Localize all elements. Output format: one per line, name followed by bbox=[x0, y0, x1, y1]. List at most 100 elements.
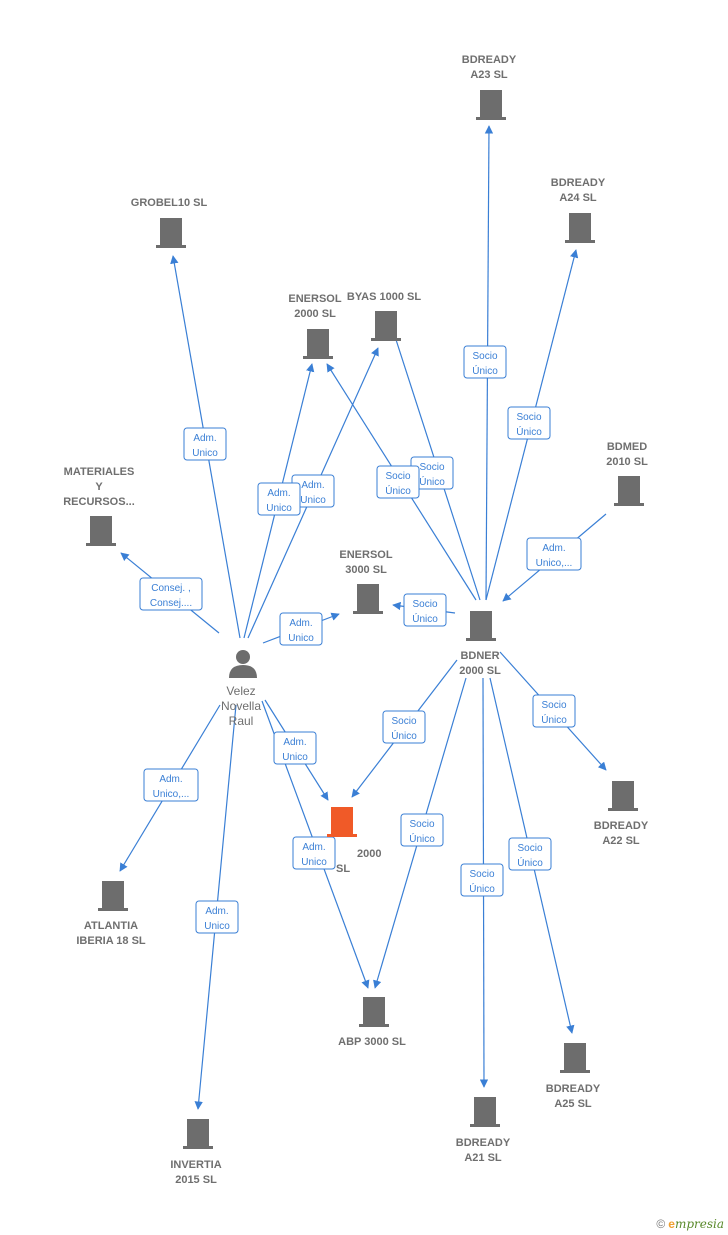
relation-tag-line-1: Adm. bbox=[193, 433, 216, 444]
company-name-line-2: 3000 SL bbox=[345, 564, 387, 576]
company-node-grobel10[interactable]: GROBEL10 SL bbox=[131, 197, 208, 248]
person-name-line-2: Novella bbox=[221, 699, 261, 713]
person-name-line-1: Velez bbox=[226, 684, 255, 698]
building-icon bbox=[476, 90, 506, 120]
company-name-line-1: BDREADY bbox=[551, 177, 606, 189]
relation-tag-line-2: Único bbox=[419, 475, 445, 488]
company-name: BYAS 1000 SL bbox=[347, 291, 421, 303]
relation-tag-line-1: Socio bbox=[419, 462, 444, 473]
building-icon bbox=[353, 584, 383, 614]
company-node-bdmed2010[interactable]: BDMED 2010 SL bbox=[606, 441, 648, 506]
relation-tag[interactable]: Socio Único bbox=[508, 837, 552, 871]
person-node[interactable]: Velez Novella Raul bbox=[221, 650, 261, 728]
company-name-line-2: A23 SL bbox=[470, 69, 508, 81]
company-node-bdready-a25[interactable]: BDREADY A25 SL bbox=[546, 1043, 601, 1110]
company-node-main[interactable]: 2000 SL bbox=[327, 807, 381, 875]
relation-tag[interactable]: Socio Único bbox=[376, 465, 420, 499]
relation-tag[interactable]: Adm. Unico bbox=[292, 836, 336, 870]
relation-tag[interactable]: Socio Único bbox=[507, 406, 551, 440]
relation-tag-line-1: Socio bbox=[472, 351, 497, 362]
building-icon bbox=[565, 213, 595, 243]
person-name-line-3: Raul bbox=[229, 714, 254, 728]
relation-tag-line-2: Unico bbox=[300, 495, 326, 506]
building-icon bbox=[327, 807, 357, 837]
company-name-line-2: IBERIA 18 SL bbox=[76, 935, 146, 947]
company-name-line-1: MATERIALES bbox=[64, 466, 135, 478]
relation-tag[interactable]: Adm. Unico bbox=[195, 900, 239, 934]
relation-tag-line-2: Único bbox=[469, 882, 495, 895]
relation-tag[interactable]: Socio Único bbox=[400, 813, 444, 847]
relation-tag[interactable]: Adm. Unico bbox=[257, 482, 301, 516]
company-name-line-1: BDREADY bbox=[462, 54, 517, 66]
relation-tag[interactable]: Socio Único bbox=[532, 694, 576, 728]
relation-tag-line-1: Adm. bbox=[159, 774, 182, 785]
relation-tag[interactable]: Adm. Unico bbox=[279, 612, 323, 646]
person-icon bbox=[229, 650, 257, 678]
relation-tag[interactable]: Socio Único bbox=[403, 593, 447, 627]
company-node-abp3000[interactable]: ABP 3000 SL bbox=[338, 997, 406, 1048]
relation-tag-line-1: Adm. bbox=[301, 480, 324, 491]
company-name-line-2: SL bbox=[336, 863, 350, 875]
company-node-atlantia[interactable]: ATLANTIA IBERIA 18 SL bbox=[76, 881, 146, 947]
company-name-line-2: A24 SL bbox=[559, 192, 597, 204]
relation-tag[interactable]: Adm. Unico bbox=[183, 427, 227, 461]
relation-tag-line-2: Único bbox=[517, 856, 543, 869]
relation-tag-line-1: Socio bbox=[391, 716, 416, 727]
company-node-invertia[interactable]: INVERTIA 2015 SL bbox=[170, 1119, 222, 1186]
building-icon bbox=[470, 1097, 500, 1127]
company-name-line-2: A22 SL bbox=[602, 835, 640, 847]
relation-tag-line-1: Socio bbox=[469, 869, 494, 880]
relation-tag[interactable]: Socio Único bbox=[410, 456, 454, 490]
building-icon bbox=[608, 781, 638, 811]
building-icon bbox=[98, 881, 128, 911]
relation-tag-line-2: Único bbox=[385, 484, 411, 497]
company-node-bdready-a22[interactable]: BDREADY A22 SL bbox=[594, 781, 649, 847]
relation-tag-line-1: Adm. bbox=[205, 906, 228, 917]
relation-tag[interactable]: Consej. , Consej.... bbox=[139, 577, 203, 611]
building-icon bbox=[86, 516, 116, 546]
relation-tag-line-1: Adm. bbox=[302, 842, 325, 853]
relation-tag[interactable]: Adm. Unico bbox=[273, 731, 317, 765]
relation-tag[interactable]: Socio Único bbox=[463, 345, 507, 379]
relation-tag-line-1: Socio bbox=[516, 412, 541, 423]
brand-logo-text: mpresia bbox=[674, 1217, 724, 1231]
company-name-line-2: A21 SL bbox=[464, 1152, 502, 1164]
relation-tag-line-2: Unico,... bbox=[153, 789, 190, 800]
building-icon bbox=[359, 997, 389, 1027]
company-node-materiales[interactable]: MATERIALES Y RECURSOS... bbox=[63, 466, 135, 546]
company-node-enersol3000[interactable]: ENERSOL 3000 SL bbox=[339, 549, 393, 614]
relation-tag-line-2: Unico bbox=[288, 633, 314, 644]
company-name-line-1: BDMED bbox=[607, 441, 647, 453]
relation-tag-line-2: Único bbox=[541, 713, 567, 726]
company-node-bdner2000[interactable]: BDNER 2000 SL bbox=[459, 611, 501, 677]
relation-tag[interactable]: Socio Único bbox=[382, 710, 426, 744]
company-name-line-1: INVERTIA bbox=[170, 1159, 221, 1171]
footer-brand[interactable]: ©empresia bbox=[656, 1217, 724, 1231]
company-name-line-2: 2000 SL bbox=[459, 665, 501, 677]
relation-tag-line-2: Único bbox=[391, 729, 417, 742]
company-name-line-1: 2000 bbox=[357, 848, 381, 860]
relation-tag[interactable]: Adm. Unico,... bbox=[526, 537, 582, 571]
relation-tag-line-1: Socio bbox=[541, 700, 566, 711]
relation-tag-line-1: Socio bbox=[517, 843, 542, 854]
company-node-byas1000[interactable]: BYAS 1000 SL bbox=[347, 291, 421, 341]
company-node-enersol2000[interactable]: ENERSOL 2000 SL bbox=[288, 293, 342, 359]
relation-tag[interactable]: Adm. Unico,... bbox=[143, 768, 199, 802]
relation-tag-line-1: Consej. , bbox=[151, 583, 190, 594]
company-name: ABP 3000 SL bbox=[338, 1036, 406, 1048]
relation-tag-line-1: Adm. bbox=[289, 618, 312, 629]
building-icon bbox=[560, 1043, 590, 1073]
relation-tag-line-1: Adm. bbox=[542, 543, 565, 554]
company-node-bdready-a24[interactable]: BDREADY A24 SL bbox=[551, 177, 606, 243]
relation-tag-line-2: Unico bbox=[266, 503, 292, 514]
relation-tag-line-2: Unico bbox=[282, 752, 308, 763]
company-node-bdready-a21[interactable]: BDREADY A21 SL bbox=[456, 1097, 511, 1164]
relation-tag-line-2: Único bbox=[412, 612, 438, 625]
company-name-line-2: A25 SL bbox=[554, 1098, 592, 1110]
company-name: GROBEL10 SL bbox=[131, 197, 208, 209]
relation-tag[interactable]: Socio Único bbox=[460, 863, 504, 897]
relation-tag-line-1: Socio bbox=[412, 599, 437, 610]
company-node-bdready-a23[interactable]: BDREADY A23 SL bbox=[462, 54, 517, 120]
brand-logo-initial: e bbox=[668, 1217, 675, 1231]
relation-tag-line-2: Único bbox=[409, 832, 435, 845]
